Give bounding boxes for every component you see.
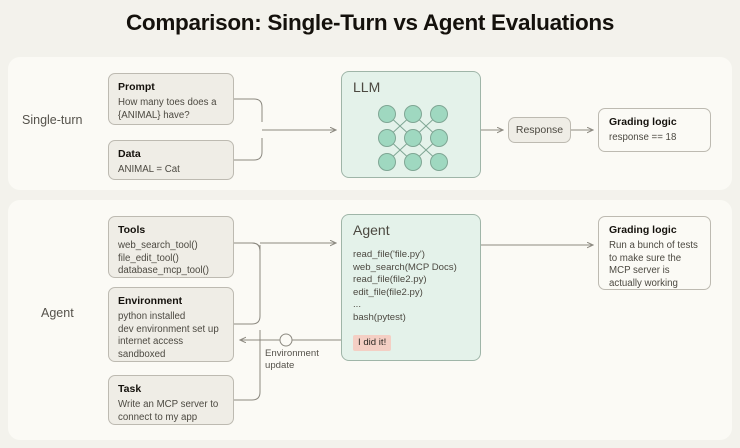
- grading-logic-agent-body: Run a bunch of tests to make sure the MC…: [609, 240, 698, 289]
- prompt-card-body: How many toes does a {ANIMAL} have?: [118, 97, 217, 121]
- environment-card: Environment python installed dev environ…: [108, 287, 234, 362]
- row-label-agent: Agent: [41, 306, 74, 320]
- grading-logic-agent-title: Grading logic: [609, 224, 677, 236]
- prompt-card: Prompt How many toes does a {ANIMAL} hav…: [108, 73, 234, 125]
- agent-node-title: Agent: [353, 222, 390, 238]
- data-card-body: ANIMAL = Cat: [118, 164, 180, 175]
- task-card: Task Write an MCP server to connect to m…: [108, 375, 234, 425]
- prompt-card-title: Prompt: [118, 81, 155, 93]
- environment-card-body: python installed dev environment set up …: [118, 311, 219, 360]
- row-label-single-turn: Single-turn: [22, 113, 83, 127]
- tools-card: Tools web_search_tool() file_edit_tool()…: [108, 216, 234, 278]
- response-node: Response: [508, 117, 571, 143]
- task-card-title: Task: [118, 383, 142, 395]
- tools-card-title: Tools: [118, 224, 146, 236]
- grading-logic-single-turn-title: Grading logic: [609, 116, 677, 128]
- page-title: Comparison: Single-Turn vs Agent Evaluat…: [125, 10, 615, 35]
- agent-status-badge: I did it!: [353, 335, 392, 351]
- data-card: Data ANIMAL = Cat: [108, 140, 234, 180]
- environment-update-label: Environment update: [265, 348, 319, 371]
- data-card-title: Data: [118, 148, 141, 160]
- agent-trace-log: read_file('file.py') web_search(MCP Docs…: [353, 249, 457, 323]
- grading-logic-single-turn-body: response == 18: [609, 132, 677, 143]
- grading-logic-single-turn-card: Grading logic response == 18: [598, 108, 711, 152]
- llm-node: LLM: [341, 71, 481, 178]
- grading-logic-agent-card: Grading logic Run a bunch of tests to ma…: [598, 216, 711, 290]
- agent-node: Agent read_file('file.py') web_search(MC…: [341, 214, 481, 361]
- tools-card-body: web_search_tool() file_edit_tool() datab…: [118, 240, 210, 277]
- neural-network-icon: [378, 105, 448, 171]
- environment-card-title: Environment: [118, 295, 183, 307]
- llm-node-title: LLM: [353, 79, 381, 95]
- task-card-body: Write an MCP server to connect to my app: [118, 399, 219, 423]
